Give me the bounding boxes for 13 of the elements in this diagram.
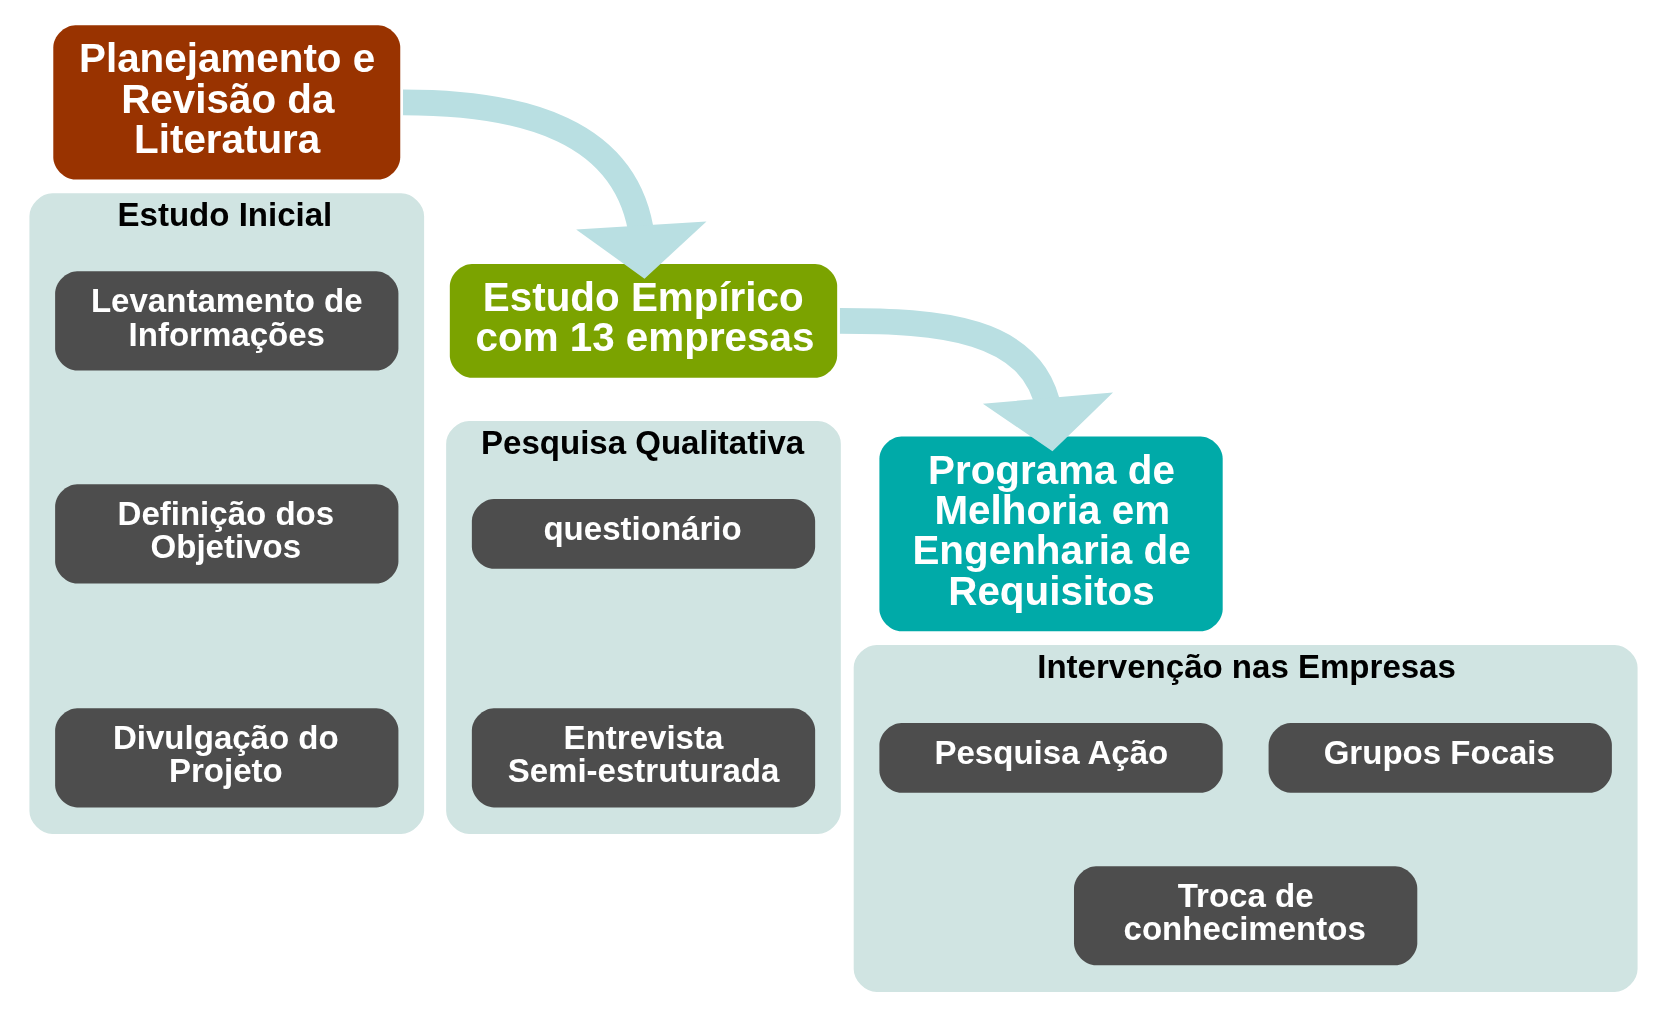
node-box: Definição dos Objetivos	[55, 483, 399, 583]
arrow	[402, 89, 707, 279]
node-box: Troca de conhecimentos	[1074, 865, 1418, 965]
node-box: questionário	[471, 498, 816, 569]
node-box: Divulgação do Projeto	[55, 707, 399, 807]
node-box: Estudo Empírico com 13 empresas	[449, 263, 838, 378]
node-box: Entrevista Semi-estruturada	[471, 707, 816, 807]
node-box: Levantamento de Informações	[55, 270, 399, 370]
node-box: Programa de Melhoria em Engenharia de Requisitos	[879, 436, 1223, 631]
node-box: Pesquisa Ação	[879, 722, 1223, 793]
node-box: Planejamento e Revisão da Literatura	[53, 24, 401, 180]
node-box: Grupos Focais	[1268, 722, 1612, 793]
arrow	[839, 307, 1113, 451]
